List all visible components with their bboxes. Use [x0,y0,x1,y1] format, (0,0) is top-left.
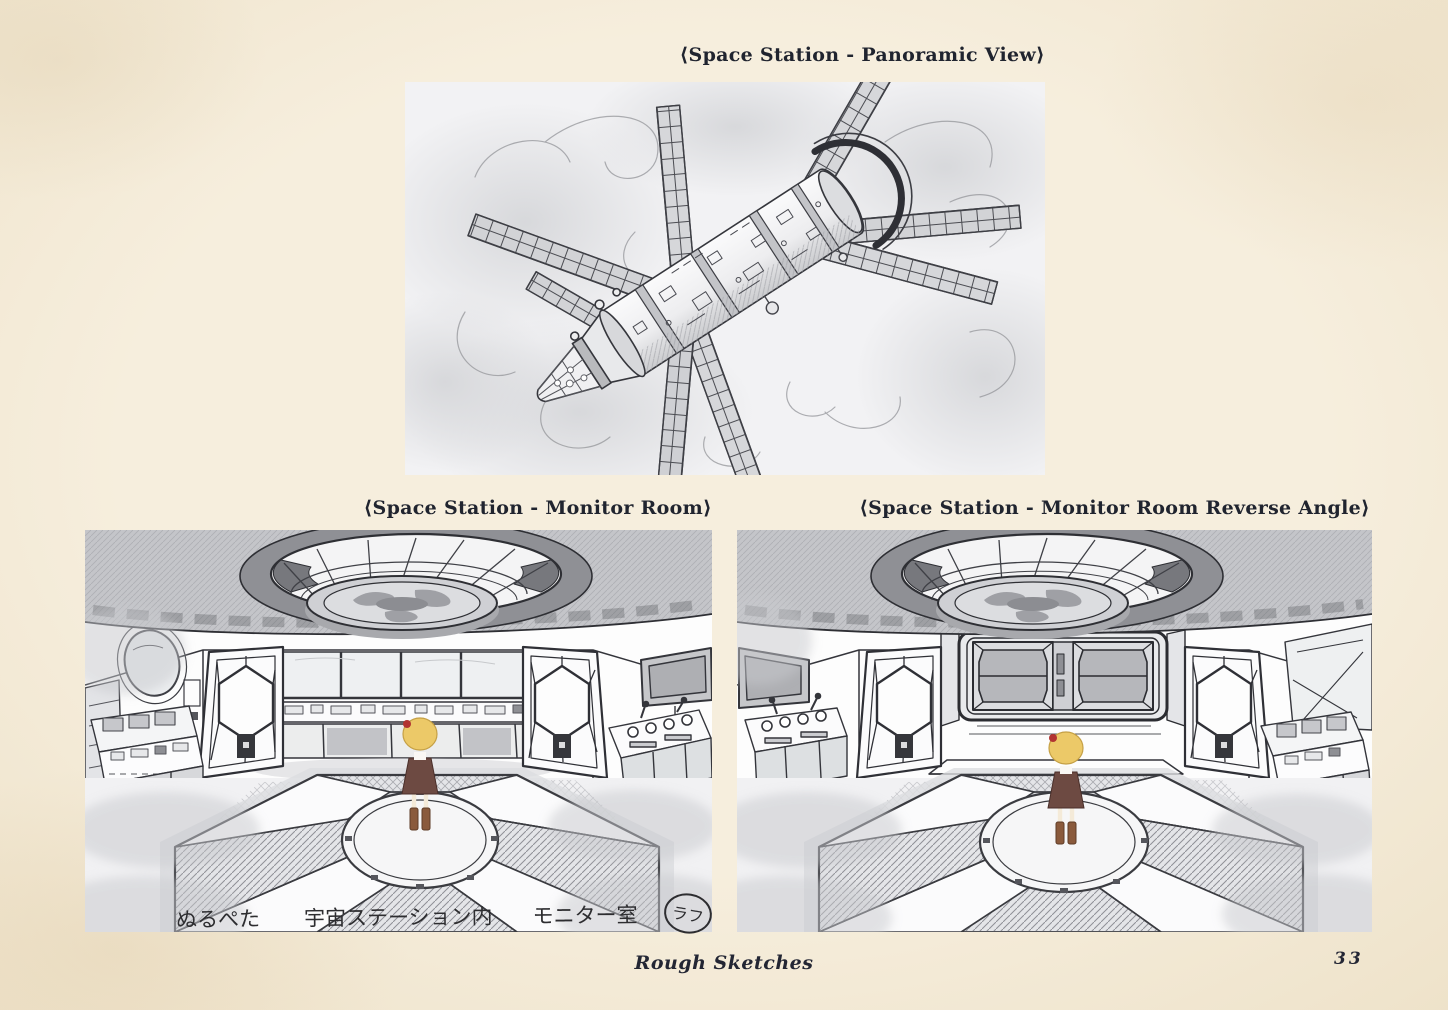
ceiling-dome [737,530,1372,639]
airlock-door [940,629,1186,735]
girl-character [401,717,439,831]
ceiling-hub [936,575,1130,639]
caption-monitor-room: ⟨Space Station - Monitor Room⟩ [363,497,712,519]
main-hull [600,168,865,377]
monitor-room-reverse-drawing [737,530,1372,932]
space-station-exterior-drawing [405,82,1045,475]
hexagon-wall-panels [197,645,609,780]
girl-character [1047,731,1085,845]
hull-panel-details [632,201,822,335]
caption-panoramic-view: ⟨Space Station - Panoramic View⟩ [679,44,1045,66]
ceiling-hub [305,575,499,639]
page-number: 33 [1334,949,1364,969]
caption-monitor-room-reverse: ⟨Space Station - Monitor Room Reverse An… [859,497,1370,519]
monitor-room-drawing [85,530,712,932]
space-station [467,82,1022,475]
ceiling-louvers [914,537,1180,601]
marker-shading [85,605,712,932]
handwritten-note: ぬるぺた 宇宙ステーション内 モニター室 ラフ [175,889,716,941]
back-wall [85,649,712,782]
ceiling-louvers [283,537,549,601]
ceiling-dome [85,530,712,639]
note-room: モニター室 [532,902,638,929]
solar-panel-arms [467,82,1022,475]
marker-shading [737,595,1372,932]
note-title: ぬるぺた [175,906,261,932]
monitor-room-reverse-sketch-image [737,530,1372,932]
hexagon-wall-panels [855,645,1271,780]
monitor-room-sketch-image [85,530,712,932]
rear-docking-ring [811,132,913,250]
panoramic-sketch-image [405,82,1045,475]
footer-section-title: Rough Sketches [634,952,814,974]
hull-antenna [763,248,848,315]
note-location: 宇宙ステーション内 [303,904,493,931]
rough-circle-badge: ラフ [660,889,715,938]
nose-cone [536,287,646,403]
